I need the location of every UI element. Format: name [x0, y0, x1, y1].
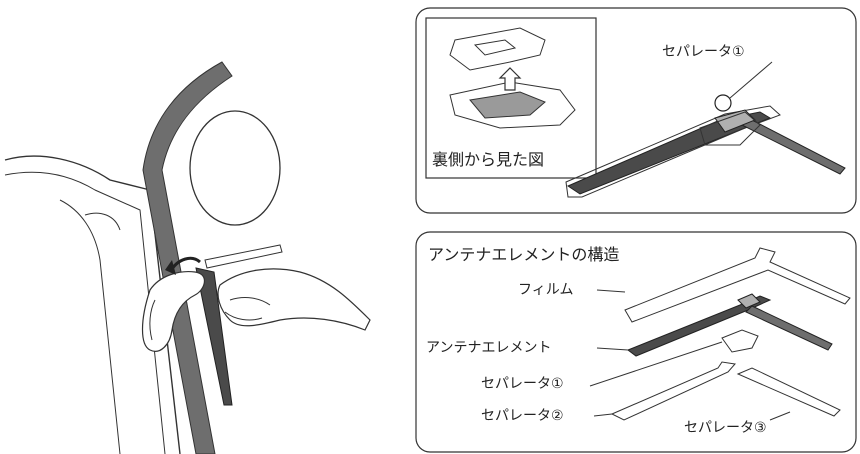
antenna-strip: [195, 267, 233, 406]
separator3-label: セパレータ③: [684, 420, 767, 436]
separator2-label: セパレータ②: [481, 408, 564, 424]
element-short-arm: [745, 305, 833, 351]
antenna-long-arm: [566, 111, 772, 195]
separator3-shape: [736, 367, 841, 417]
element-long-arm: [626, 295, 772, 357]
installation-illustration: [4, 61, 371, 454]
film-label: フィルム: [518, 282, 574, 298]
left-hand: [141, 270, 205, 352]
antenna-short-arm: [739, 117, 846, 175]
separator1-shape: [721, 329, 759, 353]
separator2-shape: [610, 361, 736, 421]
mirror-outline: [189, 110, 281, 226]
separator1-label: セパレータ①: [481, 376, 564, 392]
top-separator1-label: セパレータ①: [662, 44, 745, 60]
bottom-panel-title: アンテナエレメントの構造: [428, 245, 620, 264]
inset-caption: 裏側から見た図: [432, 150, 545, 169]
element-label: アンテナエレメント: [426, 340, 552, 356]
film-outline: [624, 247, 851, 323]
right-hand: [217, 268, 371, 331]
leader-separator1-top: [729, 61, 773, 99]
